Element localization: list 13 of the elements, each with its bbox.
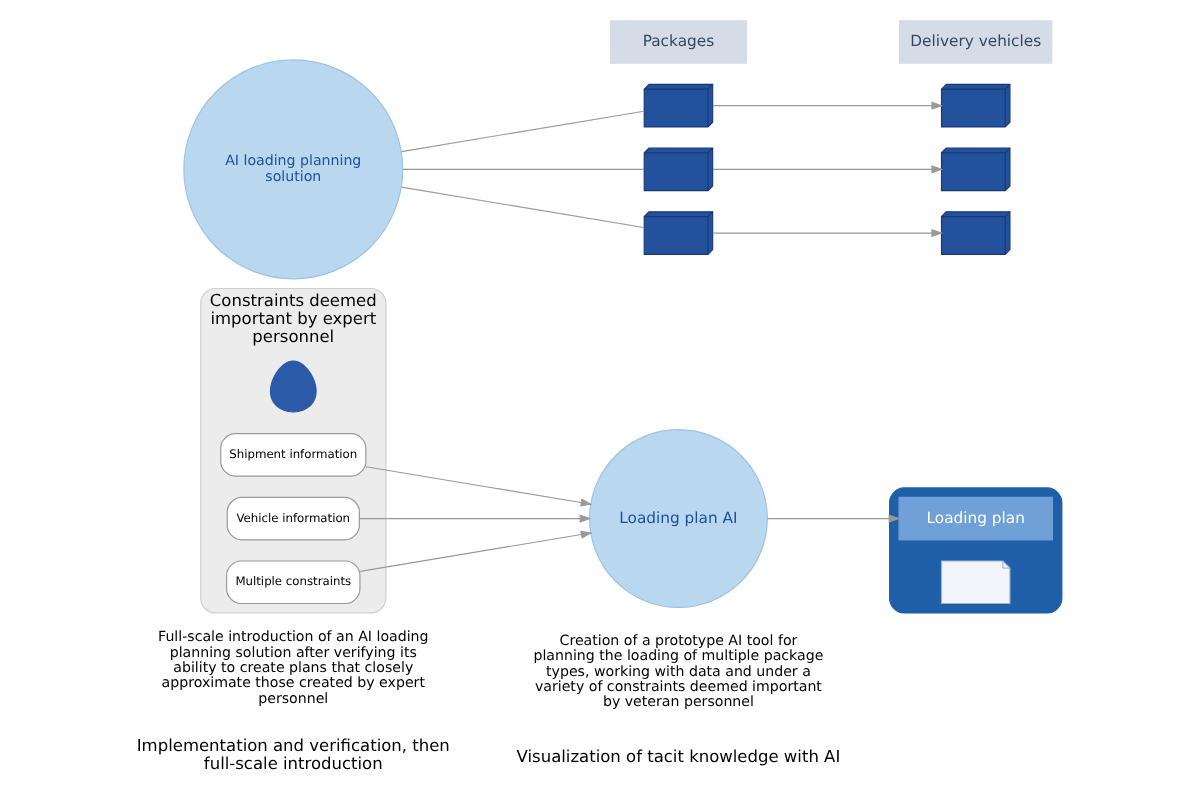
node-person — [269, 360, 317, 413]
arrow — [358, 514, 592, 523]
arrow — [766, 514, 901, 523]
arrow — [712, 228, 944, 238]
connector — [401, 110, 645, 153]
arrow — [359, 530, 593, 572]
label: Visualization of tacit knowledge with AI — [516, 746, 841, 767]
connector — [402, 168, 645, 170]
arrow — [712, 101, 944, 110]
arrow — [712, 165, 944, 174]
connector — [401, 186, 645, 229]
label: Implementation and verification, then full-scale introduction — [136, 735, 450, 773]
arrow — [365, 466, 593, 507]
